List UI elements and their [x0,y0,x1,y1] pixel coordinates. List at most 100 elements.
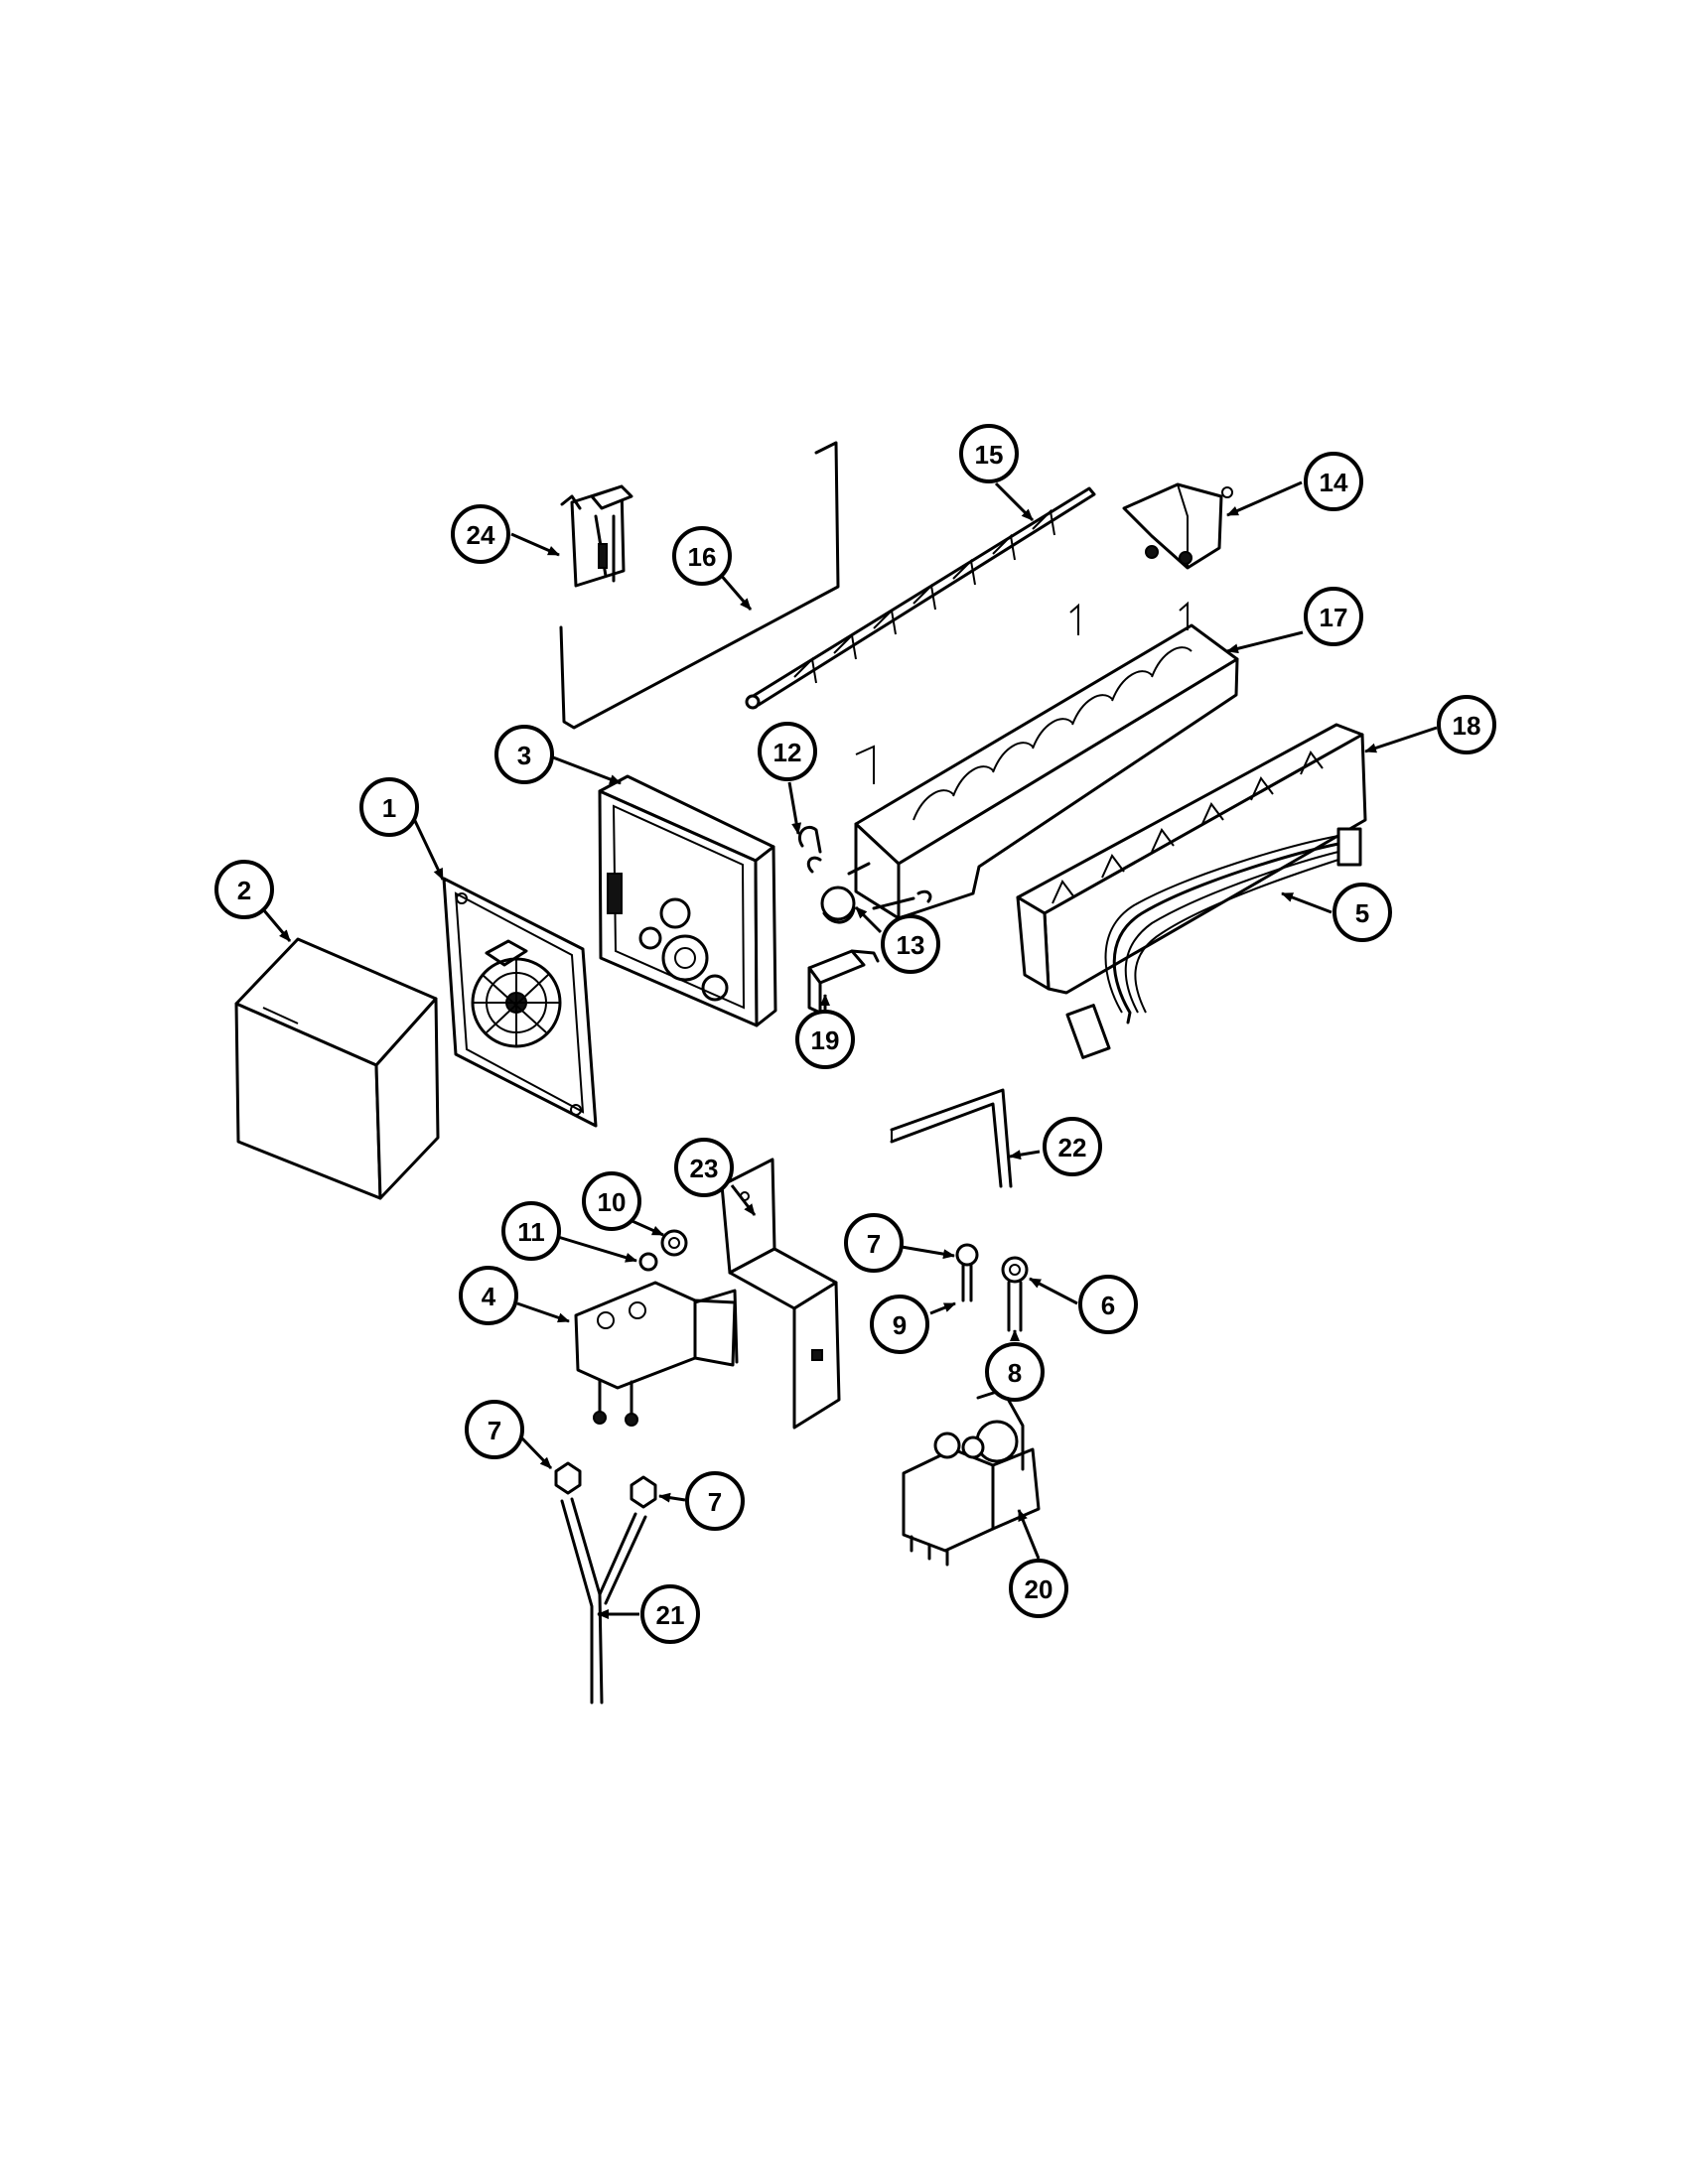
callout-circle [1009,1559,1068,1618]
callout-number: 21 [656,1600,685,1630]
callout-number: 12 [773,738,802,767]
callout-21-22: 21 [640,1584,700,1644]
callout-circle [494,725,554,784]
callout-11-12: 11 [501,1201,561,1261]
callout-circle [1078,1275,1138,1334]
callout-circle [640,1584,700,1644]
part-water-valve-4 [574,1281,739,1427]
callout-number: 10 [598,1187,627,1217]
part-control-housing [598,774,777,1027]
callout-7-7: 7 [465,1400,524,1459]
callout-19-20: 19 [795,1010,855,1069]
callout-7-8: 7 [685,1471,745,1531]
callout-number: 3 [517,741,531,770]
callout-number: 18 [1453,711,1481,741]
callout-circle [1333,883,1392,942]
callout-number: 20 [1025,1574,1053,1604]
callout-circle [359,777,419,837]
callout-number: 5 [1355,898,1369,928]
callout-number: 19 [811,1025,840,1055]
part-bail-arm [559,441,840,730]
callout-22-23: 22 [1043,1117,1102,1176]
part-thermostat-clip [560,484,633,588]
callout-7-6: 7 [844,1213,904,1273]
callout-circle [1043,1117,1102,1176]
part-mounting-plate [442,877,598,1128]
callout-circle [870,1295,929,1354]
callout-18-19: 18 [1437,695,1496,754]
part-bracket-14 [1122,482,1233,570]
callout-circle [1437,695,1496,754]
callout-circle [459,1266,518,1325]
callout-circle [1304,587,1363,646]
part-tube-22 [890,1088,1013,1188]
callout-14-15: 14 [1304,452,1363,511]
callout-2-1: 2 [214,860,274,919]
callout-circle [795,1010,855,1069]
callout-circle [985,1342,1045,1402]
callout-number: 6 [1101,1291,1115,1320]
callout-number: 7 [488,1416,501,1445]
callout-number: 14 [1320,468,1348,497]
callout-20-21: 20 [1009,1559,1068,1618]
callout-number: 9 [893,1310,907,1340]
callout-8-9: 8 [985,1342,1045,1402]
callout-number: 24 [467,520,495,550]
callout-13-14: 13 [881,914,940,974]
callout-number: 7 [867,1229,881,1259]
callout-5-4: 5 [1333,883,1392,942]
callout-number: 1 [382,793,396,823]
callout-circle [881,914,940,974]
part-ejector-shaft [745,486,1096,710]
callout-number: 22 [1058,1133,1087,1162]
callout-number: 16 [688,542,717,572]
part-nut-6 [1001,1256,1029,1332]
callout-circle [959,424,1019,483]
part-nut-11 [638,1252,658,1272]
callout-circle [501,1201,561,1261]
callout-17-18: 17 [1304,587,1363,646]
callout-circle [465,1400,524,1459]
callout-circle [758,722,817,781]
callout-circle [844,1213,904,1273]
callout-circle [685,1471,745,1531]
callout-circle [672,526,732,586]
callout-circle [674,1138,734,1197]
callout-23-24: 23 [674,1138,734,1197]
callout-number: 11 [517,1217,545,1247]
callout-12-13: 12 [758,722,817,781]
callout-24-25: 24 [451,504,510,564]
callout-4-3: 4 [459,1266,518,1325]
part-thermostat-13 [820,862,932,924]
part-y-tube [560,1497,647,1705]
callout-15-16: 15 [959,424,1019,483]
part-ice-mold [854,601,1239,920]
callout-number: 17 [1320,603,1348,632]
callout-9-10: 9 [870,1295,929,1354]
callout-number: 8 [1008,1358,1022,1388]
part-heater-clip-12 [797,825,822,874]
callout-circle [451,504,510,564]
part-nut-7-upper [955,1243,979,1302]
callout-labels: 1234567778910111213141516171819202122232… [214,424,1496,1644]
callout-circle [582,1171,641,1231]
callout-circle [214,860,274,919]
callout-number: 7 [708,1487,722,1517]
callout-number: 15 [975,440,1004,470]
part-nut-7-right [630,1475,657,1509]
part-bracket-19 [807,949,880,1015]
callout-number: 4 [482,1282,496,1311]
callout-6-5: 6 [1078,1275,1138,1334]
part-wire-harness [1065,827,1362,1059]
callout-number: 23 [690,1154,719,1183]
part-water-valve-20 [902,1388,1041,1567]
callout-1-0: 1 [359,777,419,837]
callout-16-17: 16 [672,526,732,586]
callout-number: 2 [237,876,251,905]
callout-10-11: 10 [582,1171,641,1231]
callout-number: 13 [897,930,925,960]
part-nut-7-left [554,1461,582,1495]
part-valve-bracket [720,1158,841,1430]
callout-circle [1304,452,1363,511]
